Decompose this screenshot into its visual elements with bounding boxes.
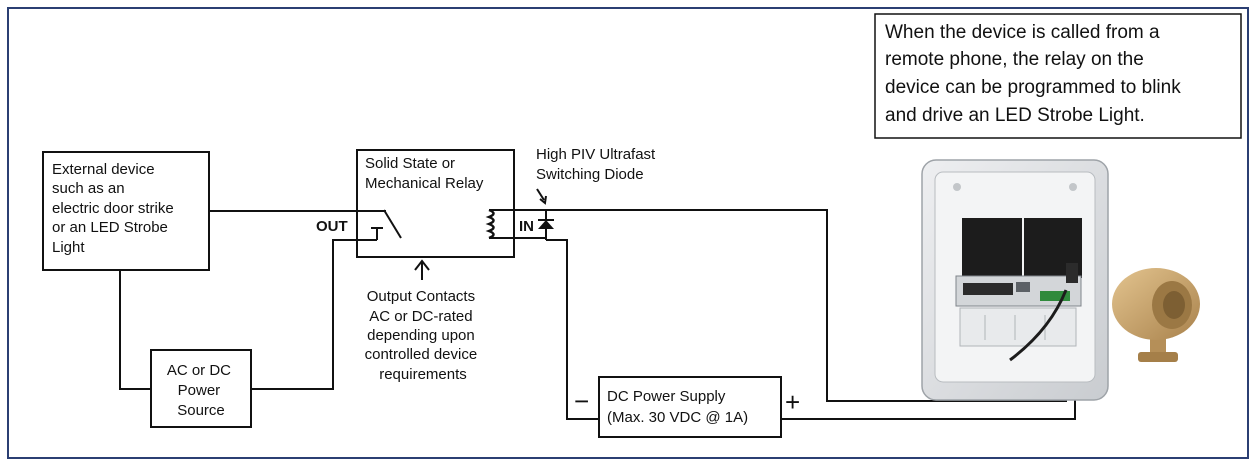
relay-label: Solid State or Mechanical Relay	[365, 155, 484, 192]
out-label: OUT	[316, 218, 348, 235]
external-device-line: Light	[52, 239, 85, 256]
output-contacts-line: AC or DC-rated	[369, 308, 472, 325]
note-box	[874, 13, 1242, 139]
power-source-line: Source	[177, 402, 225, 419]
external-device-line: electric door strike	[52, 200, 174, 217]
relay-coil-symbol	[485, 208, 514, 240]
output-contacts-label: Output Contacts AC or DC-rated depending…	[365, 288, 482, 383]
dc-power-supply-label: DC Power Supply (Max. 30 VDC @ 1A)	[607, 388, 748, 426]
dc-power-supply-box	[598, 376, 782, 438]
relay-switch-symbol	[357, 209, 402, 241]
power-source-label: AC or DC Power Source	[167, 362, 235, 419]
power-source-box	[150, 349, 252, 428]
power-source-line: Power	[178, 382, 221, 399]
intercom-device-illustration	[921, 159, 1109, 401]
output-contacts-line: requirements	[379, 366, 467, 383]
external-device-label: External device such as an electric door…	[52, 161, 178, 256]
dc-power-supply-line: (Max. 30 VDC @ 1A)	[607, 409, 748, 426]
relay-line: Solid State or	[365, 155, 455, 172]
speaker-strobe-illustration	[1112, 268, 1200, 362]
external-device-line: or an LED Strobe	[52, 219, 168, 236]
minus-sign: −	[574, 386, 589, 416]
note-line: remote phone, the relay on the	[885, 49, 1144, 70]
output-contacts-line: controlled device	[365, 346, 478, 363]
relay-box	[356, 149, 515, 258]
in-label: IN	[519, 218, 534, 235]
note-line: device can be programmed to blink	[885, 77, 1181, 98]
note-line: When the device is called from a	[885, 22, 1160, 43]
output-contacts-line: Output Contacts	[367, 288, 475, 305]
note-line: and drive an LED Strobe Light.	[885, 105, 1145, 126]
external-device-line: External device	[52, 161, 155, 178]
external-device-line: such as an	[52, 180, 125, 197]
relay-line: Mechanical Relay	[365, 175, 484, 192]
output-contacts-line: depending upon	[367, 327, 475, 344]
dc-power-supply-line: DC Power Supply	[607, 388, 726, 405]
external-device-box	[42, 151, 210, 271]
power-source-line: AC or DC	[167, 362, 231, 379]
diode-line: High PIV Ultrafast	[536, 146, 656, 163]
diode-label: High PIV Ultrafast Switching Diode	[536, 146, 659, 183]
output-contacts-arrow	[414, 259, 430, 280]
note-text: When the device is called from a remote …	[885, 22, 1186, 126]
diode-line: Switching Diode	[536, 166, 644, 183]
diode-symbol	[514, 188, 554, 240]
plus-sign: +	[785, 387, 800, 417]
